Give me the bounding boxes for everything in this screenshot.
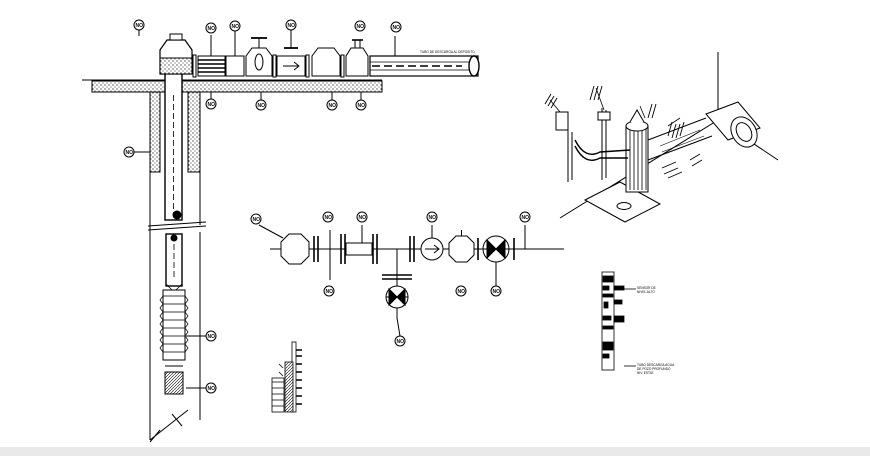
svg-text:SENSOR DE: SENSOR DE (637, 286, 656, 290)
tag-bubble (323, 285, 335, 297)
tag-bubble (490, 285, 502, 297)
tag-bubble (354, 20, 366, 32)
tag-labels-elevation: NO. NO. NO. NO. NO. NO. NO. NO. NO. NO. … (126, 23, 403, 392)
tag-bubble (133, 19, 145, 36)
pump-column (625, 109, 649, 193)
tag-bubble (186, 330, 217, 342)
tag-bubble (205, 22, 217, 34)
svg-text:NO.: NO. (253, 217, 263, 223)
tag-bubble (355, 92, 367, 111)
svg-text:NO.: NO. (326, 289, 336, 295)
tag-bubble (205, 92, 217, 110)
flanges (313, 234, 415, 264)
tag-bubble (322, 211, 334, 223)
schematic-valve-lower (385, 285, 409, 309)
svg-text:NO.: NO. (208, 26, 218, 32)
svg-text:NIVEL ALTO: NIVEL ALTO (637, 290, 655, 294)
svg-text:NO.: NO. (208, 334, 218, 340)
control-panel-detail (271, 341, 302, 413)
tag-bubble (186, 382, 217, 394)
pipe-caption: TUBO DE DESCARGA AL DEPOSITO (420, 50, 475, 54)
schematic-diagram (258, 224, 564, 318)
concrete-slab (91, 80, 383, 93)
level-gauge-legend (601, 271, 636, 371)
tags-elevation (123, 19, 402, 394)
svg-text:NO.: NO. (136, 23, 146, 29)
svg-text:NO.: NO. (522, 215, 532, 221)
tag-bubble (519, 211, 531, 223)
strainer (197, 55, 226, 77)
schematic-meter-left (280, 233, 310, 265)
svg-text:NO.: NO. (397, 339, 407, 345)
pump-motor (164, 371, 184, 395)
tag-bubble (123, 146, 150, 158)
tag-bubble (285, 19, 297, 31)
svg-text:NO.: NO. (393, 25, 403, 31)
wellhead-assembly (159, 30, 480, 78)
casing-wall-left (149, 91, 161, 173)
air-release-valve (345, 39, 369, 77)
svg-text:NO.: NO. (208, 102, 218, 108)
schematic-check-valve (420, 237, 444, 261)
check-valve (276, 30, 306, 77)
schematic-meter-right (448, 235, 475, 263)
isometric-view (544, 52, 779, 223)
tag-bubble (356, 211, 368, 223)
flow-meter (311, 47, 341, 77)
svg-text:NO.: NO. (458, 289, 468, 295)
well-elevation (82, 30, 480, 443)
tag-labels-schematic: NO. NO. NO. NO. NO. NO. NO. NO. NO. (253, 215, 532, 345)
tag-bubble (229, 20, 241, 32)
schematic-valve-right (482, 235, 510, 263)
svg-text:NO.: NO. (126, 150, 136, 156)
tag-bubble (255, 92, 267, 111)
svg-text:NO.: NO. (493, 289, 503, 295)
tags-schematic (250, 211, 531, 347)
svg-text:NO.: NO. (288, 23, 298, 29)
bottom-strip (0, 447, 870, 456)
tag-bubble (455, 285, 467, 297)
casing-wall-right (187, 91, 201, 173)
tag-bubble (326, 92, 338, 111)
svg-text:NO.: NO. (429, 215, 439, 221)
svg-text:TUBO DESCARGA AGUA: TUBO DESCARGA AGUA (637, 363, 675, 367)
svg-text:NO.: NO. (357, 24, 367, 30)
iso-pipe (647, 101, 761, 161)
svg-text:NIV. ESTAT.: NIV. ESTAT. (637, 371, 654, 375)
svg-text:NO.: NO. (208, 386, 218, 392)
base-plate (583, 181, 662, 223)
svg-text:DE POZO PROFUNDO: DE POZO PROFUNDO (637, 367, 671, 371)
gate-valve (245, 37, 273, 77)
tag-bubble (250, 213, 262, 225)
drop-pipe-lower (165, 233, 183, 287)
svg-text:NO.: NO. (258, 103, 268, 109)
svg-text:NO.: NO. (358, 103, 368, 109)
tag-bubble (426, 211, 438, 223)
svg-text:NO.: NO. (325, 215, 335, 221)
legend-text: SENSOR DE NIVEL ALTO TUBO DESCARGA AGUA … (637, 286, 675, 375)
svg-text:NO.: NO. (232, 24, 242, 30)
tag-bubble (390, 21, 402, 33)
svg-text:NO.: NO. (329, 103, 339, 109)
discharge-pipe (369, 55, 480, 77)
svg-text:NO.: NO. (359, 215, 369, 221)
pump-stages (159, 283, 189, 361)
